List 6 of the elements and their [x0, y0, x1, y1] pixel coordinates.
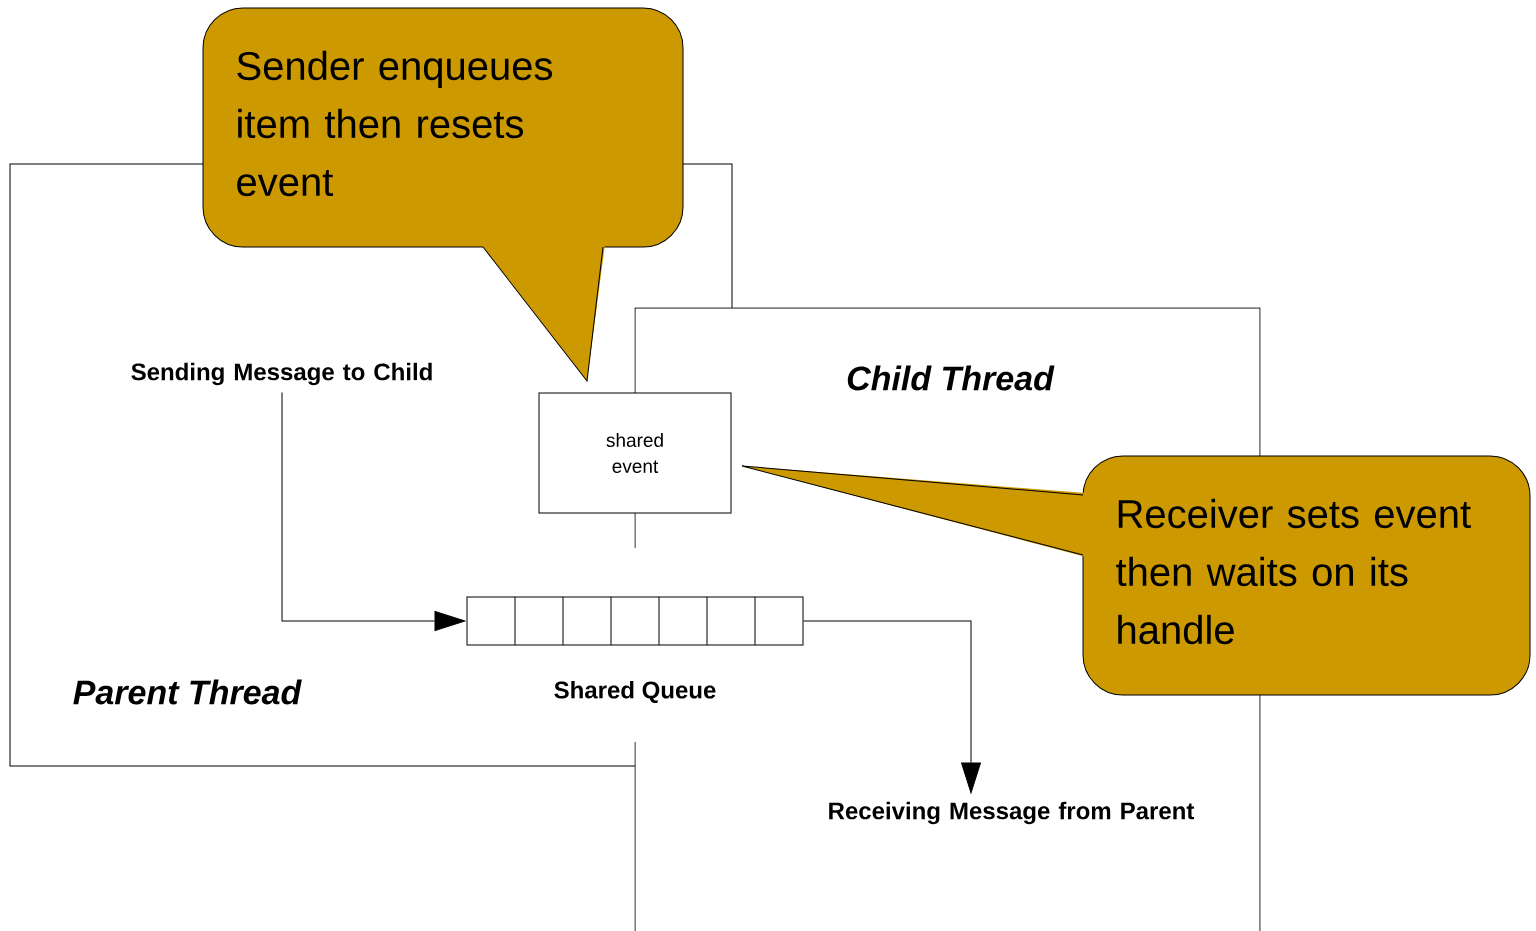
- queue-drawing: [466, 596, 804, 646]
- speech-bubble: Receiver sets event then waits on its handle: [741, 455, 1531, 696]
- step-label: Receiving Message from Parent: [829, 801, 1195, 825]
- arrow: [803, 620, 981, 794]
- arrow: [281, 391, 466, 631]
- queue-label: Shared Queue: [554, 680, 716, 704]
